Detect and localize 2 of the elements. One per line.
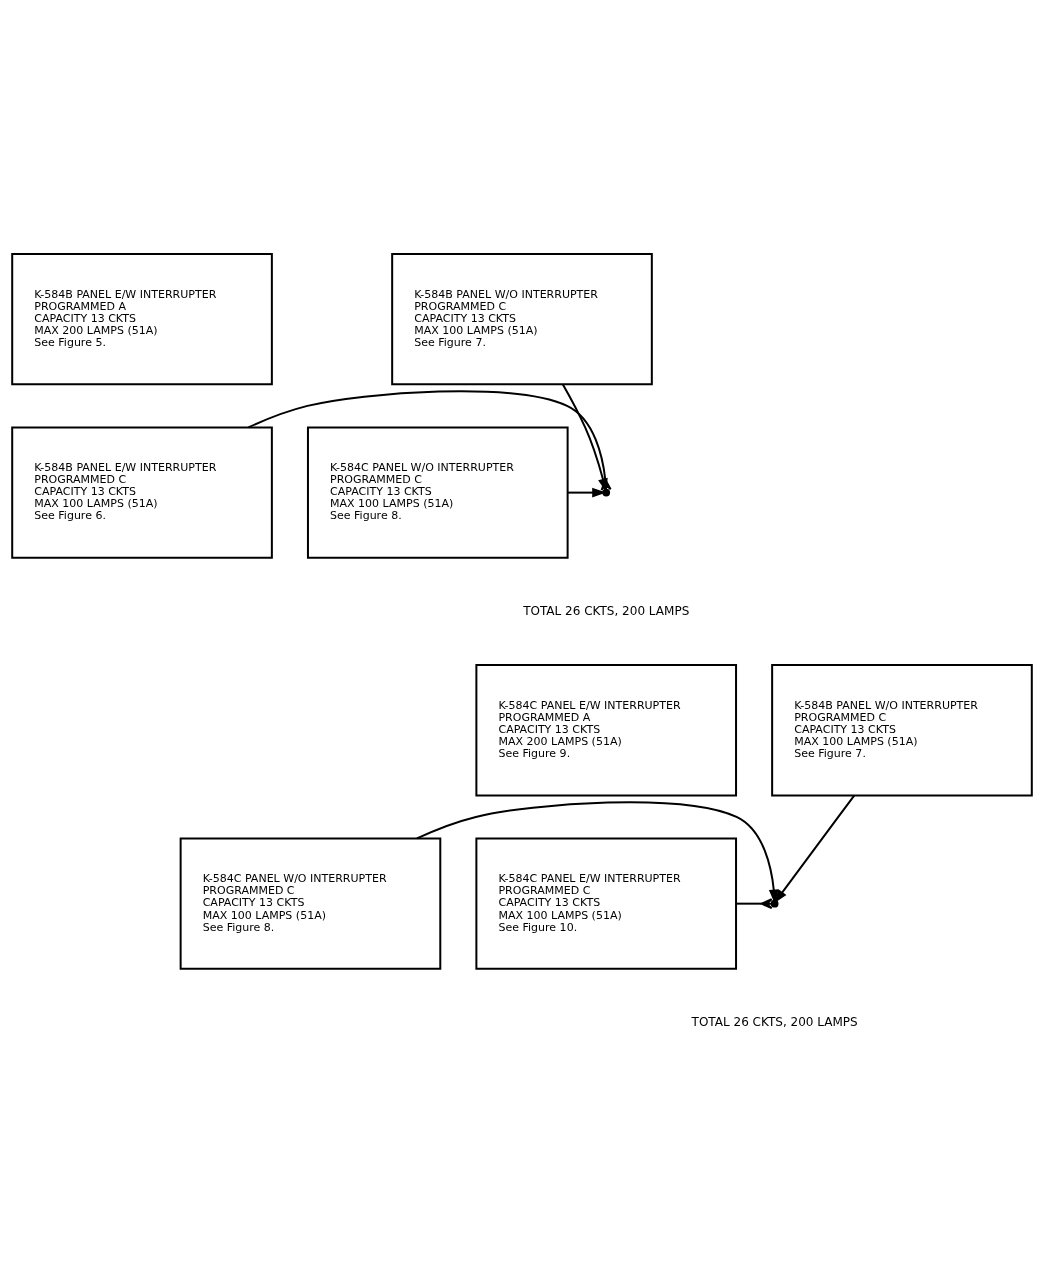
label: TOTAL 26 CKTS, 200 LAMPS — [523, 603, 690, 618]
label: TOTAL 26 CKTS, 200 LAMPS — [691, 1014, 858, 1029]
